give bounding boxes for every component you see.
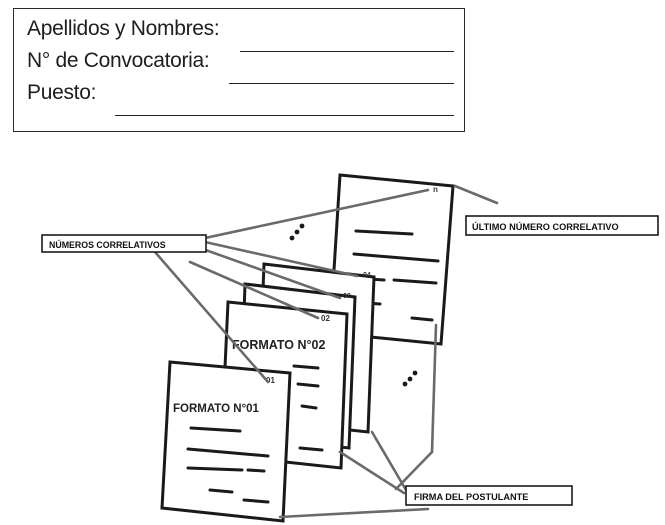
name-label: Apellidos y Nombres: [27, 17, 220, 40]
page-03-number: 03 [343, 293, 351, 300]
ellipsis-lower [402, 370, 418, 387]
leader-lines [153, 184, 499, 519]
page-01-number: 01 [266, 376, 275, 385]
page-02-number: 02 [321, 314, 330, 323]
convocatoria-label: N° de Convocatoria: [27, 49, 210, 72]
applicant-info-box: Apellidos y Nombres: N° de Convocatoria:… [13, 8, 465, 132]
firma-label: FIRMA DEL POSTULANTE [414, 492, 528, 502]
ultimo-numero-label: ÚLTIMO NÚMERO CORRELATIVO [472, 221, 619, 232]
page-01-content-lines [186, 426, 270, 504]
page-last-number: n [433, 185, 438, 194]
ultimo-numero-callout: ÚLTIMO NÚMERO CORRELATIVO [465, 215, 659, 236]
puesto-label: Puesto: [27, 81, 97, 104]
form-row-name: Apellidos y Nombres: [27, 17, 454, 52]
page-stack-content-lines [292, 364, 324, 452]
puesto-blank-line [115, 115, 454, 116]
convocatoria-blank-line [229, 83, 454, 84]
name-blank-line [240, 51, 454, 52]
page-02-title: FORMATO N°02 [232, 338, 325, 352]
form-row-puesto: Puesto: [27, 81, 454, 116]
form-row-convocatoria: N° de Convocatoria: [27, 49, 454, 84]
page-01: 01 FORMATO N°01 [160, 360, 292, 523]
page-01-title: FORMATO N°01 [173, 403, 260, 415]
page-04-number: 04 [363, 272, 371, 279]
numeros-correlativos-label: NÚMEROS CORRELATIVOS [49, 239, 166, 250]
firma-callout: FIRMA DEL POSTULANTE [405, 485, 573, 506]
ellipsis-upper [289, 223, 305, 241]
numeros-correlativos-callout: NÚMEROS CORRELATIVOS [41, 234, 207, 253]
